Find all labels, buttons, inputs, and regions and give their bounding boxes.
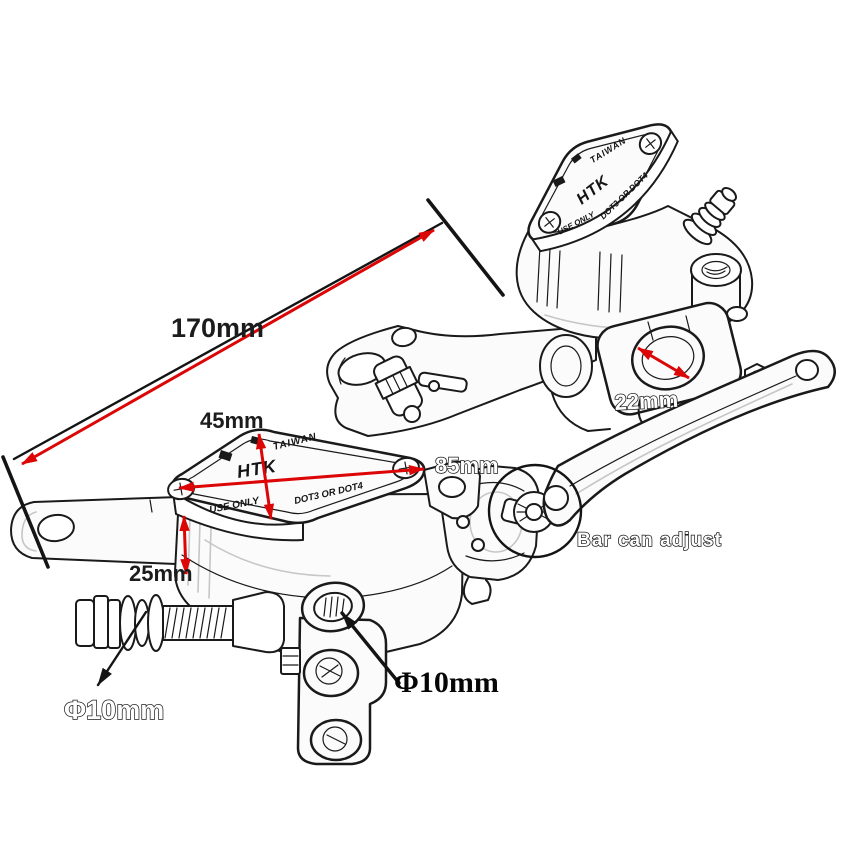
rear-lid-screw-left (537, 211, 562, 234)
dim-85mm-label: 85mm (435, 453, 499, 478)
dim-85mm: 85mm (178, 452, 499, 493)
front-left-arm (10, 496, 180, 565)
front-lever-blade (542, 349, 836, 527)
annotations: 170mm 45mm 85mm 25mm 22mm Φ10mm (1, 198, 722, 726)
dim-phi10-banjo: Φ10mm (340, 611, 499, 699)
dim-25mm: 25mm (129, 515, 193, 586)
rear-master-cylinder: TAIWAN HTK DOT3 OR DOT4 USE ONLY (326, 123, 770, 437)
note-bar-can-adjust: Bar can adjust (487, 463, 722, 559)
dim-45mm-label: 45mm (200, 408, 264, 433)
rear-banjo-fitting (682, 186, 737, 246)
dim-phi10-banjo-label: Φ10mm (394, 666, 499, 699)
rear-clamp-ring (539, 334, 611, 432)
dim-170mm-label: 170mm (171, 313, 264, 343)
dim-25mm-label: 25mm (129, 561, 193, 586)
rear-reservoir-port (690, 253, 748, 322)
dim-22mm: 22mm (613, 346, 690, 416)
dim-phi10-pushrod-label: Φ10mm (64, 695, 164, 725)
dim-45mm: 45mm (200, 408, 275, 520)
front-banjo-block (280, 581, 388, 766)
front-pushrod (75, 591, 285, 654)
dim-22mm-label: 22mm (614, 387, 679, 415)
dim-170mm: 170mm (1, 198, 505, 569)
adjuster-highlight-circle (487, 463, 583, 559)
rear-lid-screw-right (638, 132, 663, 155)
pushrod-threads (164, 607, 227, 639)
bar-can-adjust-label: Bar can adjust (577, 530, 722, 551)
dim-phi10-pushrod: Φ10mm (63, 610, 165, 726)
rear-reservoir-lid: TAIWAN HTK DOT3 OR DOT4 USE ONLY (527, 123, 679, 253)
front-lever-perch (423, 460, 485, 552)
